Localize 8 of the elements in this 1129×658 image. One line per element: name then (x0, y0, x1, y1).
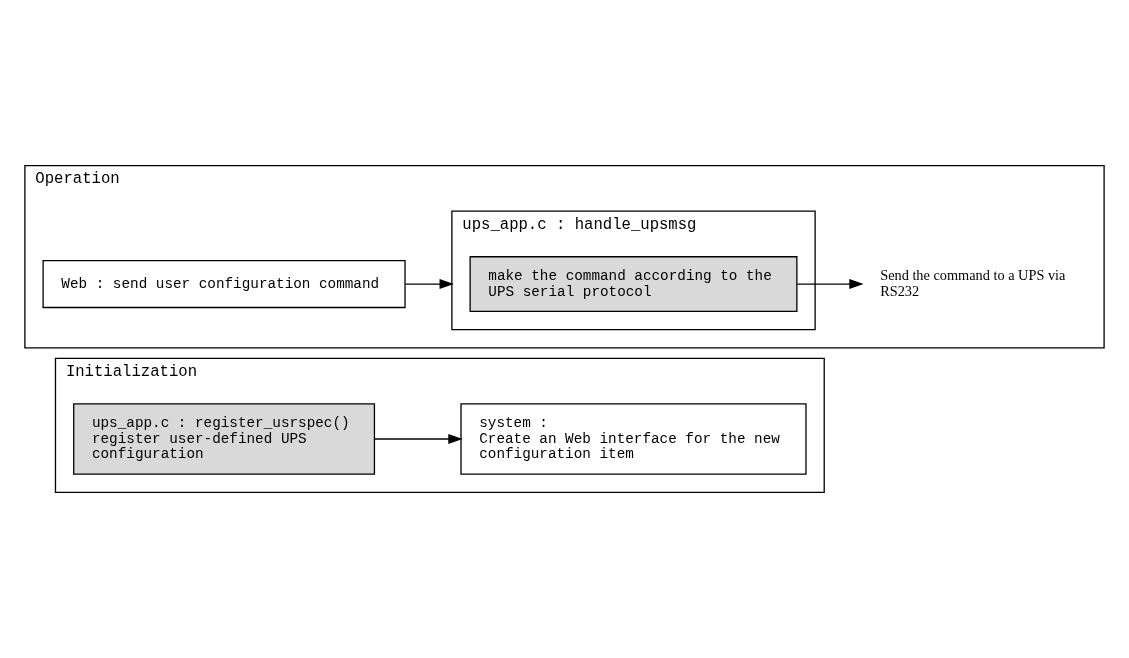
node-box: ups_app.c : register_usrspec() register user-defined UPS configuration (73, 403, 376, 475)
arrow (404, 279, 454, 290)
node-text: Send the command to a UPS via RS232 (880, 266, 1066, 299)
node-box: Web : send user configuration command (42, 260, 406, 309)
node-box: system : Create an Web interface for the new configuration item (460, 403, 807, 475)
node-box: make the command according to the UPS serial protocol (469, 256, 798, 313)
arrow (796, 279, 864, 290)
arrow (373, 434, 463, 444)
